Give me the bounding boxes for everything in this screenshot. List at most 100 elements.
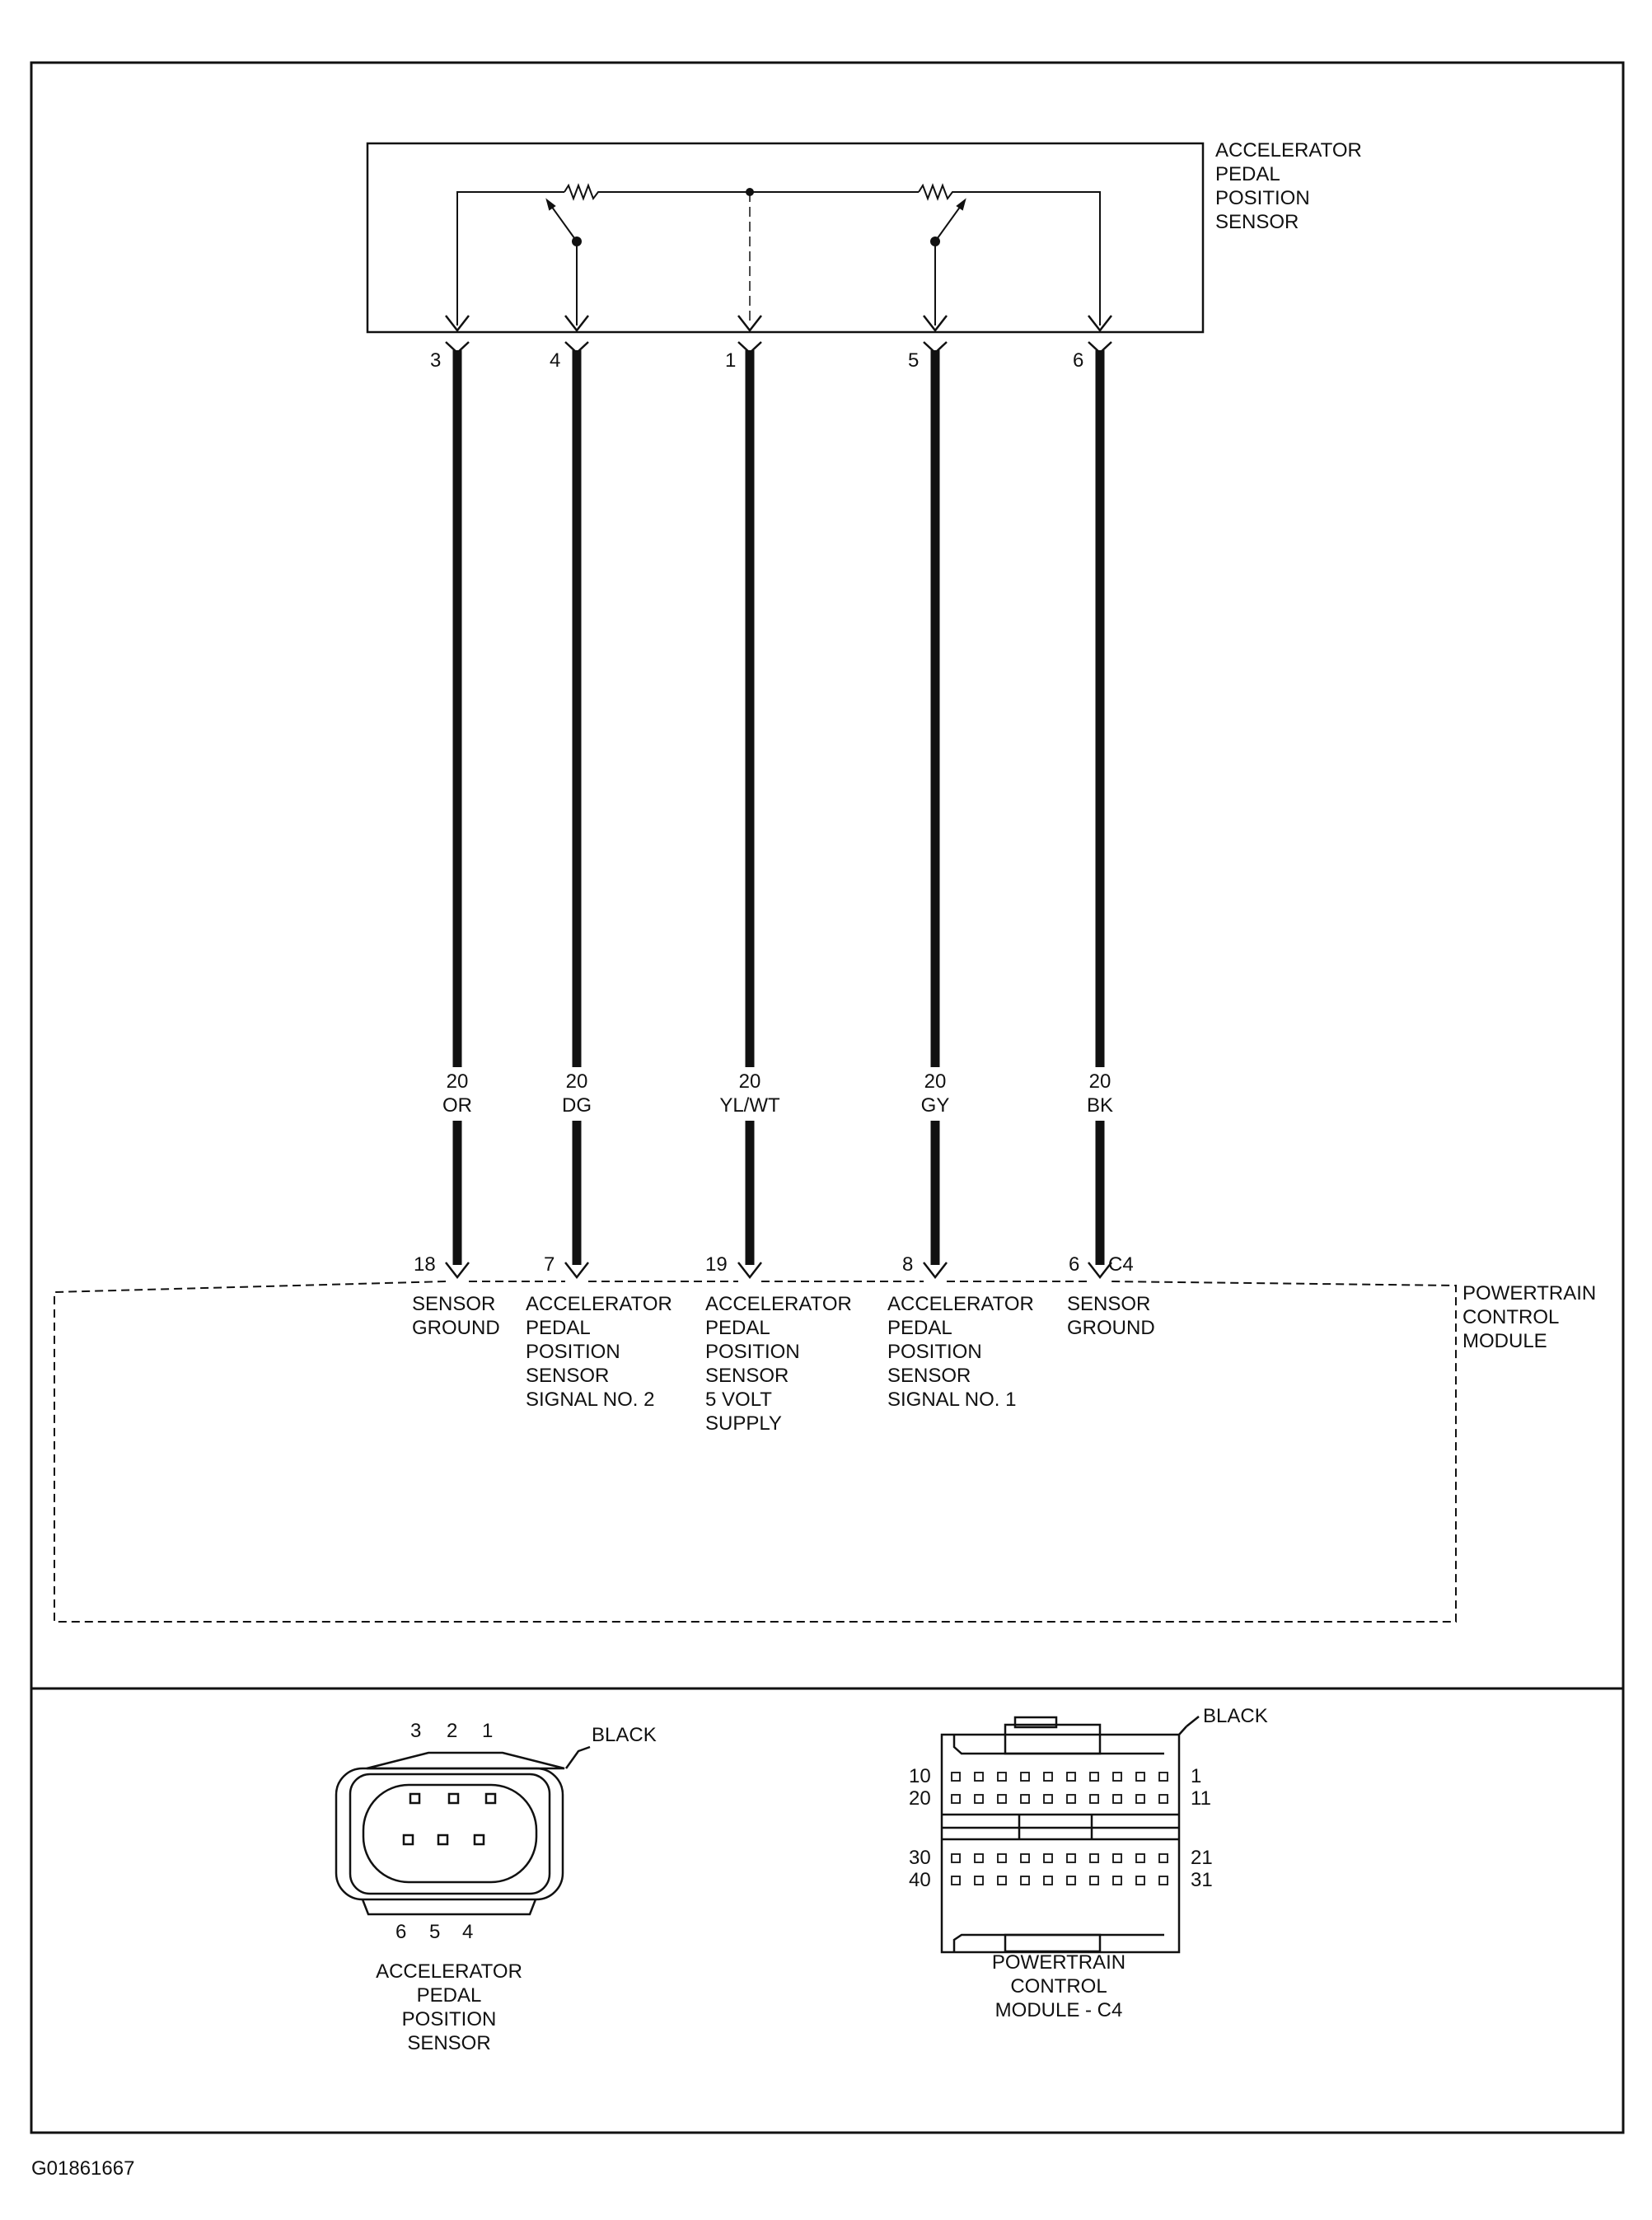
pcm-cavity [974,1772,984,1782]
pcm-cavity [1089,1853,1099,1863]
pcm-cavity [951,1794,961,1804]
pcm-connector-pin-number: 40 [909,1869,931,1891]
pcm-cavity [974,1853,984,1863]
pcm-cavity [1066,1853,1076,1863]
pcm-cavity [1043,1876,1053,1885]
circuit-line: GROUND [412,1317,500,1339]
wire-label-dg: 20 DG [544,1070,610,1117]
pcm-cavity [997,1772,1007,1782]
circuit-line: POSITION [526,1341,620,1363]
pcm-name-line: CONTROL [1462,1306,1560,1328]
caption-line: POSITION [401,2008,497,2030]
figure-id: G01861667 [31,2157,135,2180]
wire-gauge: 20 [565,1070,588,1093]
supply-node [746,188,754,196]
pcm-cavity [1112,1794,1122,1804]
circuit-line: PEDAL [705,1317,770,1339]
pcm-cavity [951,1853,961,1863]
wire-label-gy: 20 GY [902,1070,968,1117]
wire-gauge: 20 [924,1070,947,1093]
caption-line: CONTROL [1010,1975,1107,1998]
pcm-connector-face [940,1716,1200,1954]
resistor-1 [564,183,750,201]
pcm-cavity [1089,1772,1099,1782]
circuit-line: SENSOR [887,1365,971,1387]
pcm-cavity [1020,1876,1030,1885]
circuit-line: PEDAL [887,1317,952,1339]
pcm-cavity [1112,1772,1122,1782]
caption-line: POWERTRAIN [991,1951,1126,1974]
pcm-name-line: MODULE [1462,1330,1547,1352]
pcm-cavity [1135,1853,1145,1863]
sensor-pin-number: 6 [1073,349,1084,372]
pcm-cavity [1089,1794,1099,1804]
wire-gauge: 20 [738,1070,761,1093]
wire-color: BK [1086,1094,1113,1117]
wire-label-bk: 20 BK [1067,1070,1133,1117]
pcm-cavity [1020,1772,1030,1782]
circuit-line: PEDAL [526,1317,591,1339]
pcm-cavity [997,1794,1007,1804]
sensor-name-line: ACCELERATOR [1215,139,1362,162]
pcm-cavity [997,1853,1007,1863]
pcm-connector-id: C4 [1108,1253,1134,1276]
pcm-connector-pin-number: 20 [909,1787,931,1810]
wire-gauge: 20 [446,1070,469,1093]
pcm-cavity [1043,1794,1053,1804]
caption-line: MODULE - C4 [994,1999,1123,2021]
pcm-cavity [1043,1853,1053,1863]
pcm-cavity [1112,1876,1122,1885]
pcm-cavity [1066,1772,1076,1782]
sensor-connector-face [335,1745,591,1916]
sensor-pin-number: 3 [430,349,442,372]
circuit-line: SENSOR [705,1365,789,1387]
sensor-name-line: SENSOR [1215,211,1299,233]
wire-bundle [452,350,1105,1265]
pcm-cavity [1158,1772,1168,1782]
pcm-cavity [1135,1794,1145,1804]
sensor-pin-number: 5 [908,349,920,372]
circuit-line: SIGNAL NO. 1 [887,1389,1017,1411]
sensor-connector-caption: ACCELERATOR PEDAL POSITION SENSOR [334,1960,564,2055]
circuit-line: ACCELERATOR [526,1293,672,1315]
pcm-connector-cavities [951,1772,1168,1885]
pcm-cavity [1043,1772,1053,1782]
pcm-cavity [1089,1876,1099,1885]
pcm-connector-color: BLACK [1203,1705,1268,1727]
sensor-internal-circuit [456,183,1101,326]
pcm-cavity [997,1876,1007,1885]
wire-label-ylwt: 20 YL/WT [700,1070,799,1117]
circuit-line: SIGNAL NO. 2 [526,1389,655,1411]
caption-line: ACCELERATOR [376,1960,522,1983]
pcm-cavity [1158,1876,1168,1885]
pcm-cavity [1158,1853,1168,1863]
pcm-circuit-label: ACCELERATOR PEDAL POSITION SENSOR SIGNAL… [526,1292,672,1412]
caption-line: SENSOR [407,2032,491,2054]
pcm-cavity [1020,1853,1030,1863]
pcm-pin-number: 6 [1069,1253,1080,1276]
circuit-line: ACCELERATOR [705,1293,852,1315]
wire-label-or: 20 OR [424,1070,490,1117]
sensor-connector-color: BLACK [592,1724,657,1746]
sensor-name-line: POSITION [1215,187,1310,209]
circuit-line: ACCELERATOR [887,1293,1034,1315]
pcm-cavity [1112,1853,1122,1863]
wiper-node-2 [930,237,940,246]
wire-color: YL/WT [719,1094,780,1117]
pcm-connector-pin-number: 1 [1191,1765,1202,1787]
sensor-box [366,142,1205,334]
pcm-circuit-label: ACCELERATOR PEDAL POSITION SENSOR SIGNAL… [887,1292,1034,1412]
pcm-terminals [445,1262,1112,1280]
pcm-connector-caption: POWERTRAIN CONTROL MODULE - C4 [952,1951,1166,2022]
wire-color: OR [442,1094,472,1117]
circuit-line: SENSOR [526,1365,610,1387]
sensor-connector-pin-number: 6 [395,1921,407,1943]
pcm-connector-pin-number: 31 [1191,1869,1213,1891]
pcm-cavity [1135,1876,1145,1885]
pcm-circuit-label: ACCELERATOR PEDAL POSITION SENSOR 5 VOLT… [705,1292,852,1436]
pcm-connector-pin-number: 21 [1191,1847,1213,1869]
sensor-terminals [445,315,1112,354]
caption-line: PEDAL [416,1984,482,2007]
sensor-connector-pin-number: 4 [462,1921,474,1943]
